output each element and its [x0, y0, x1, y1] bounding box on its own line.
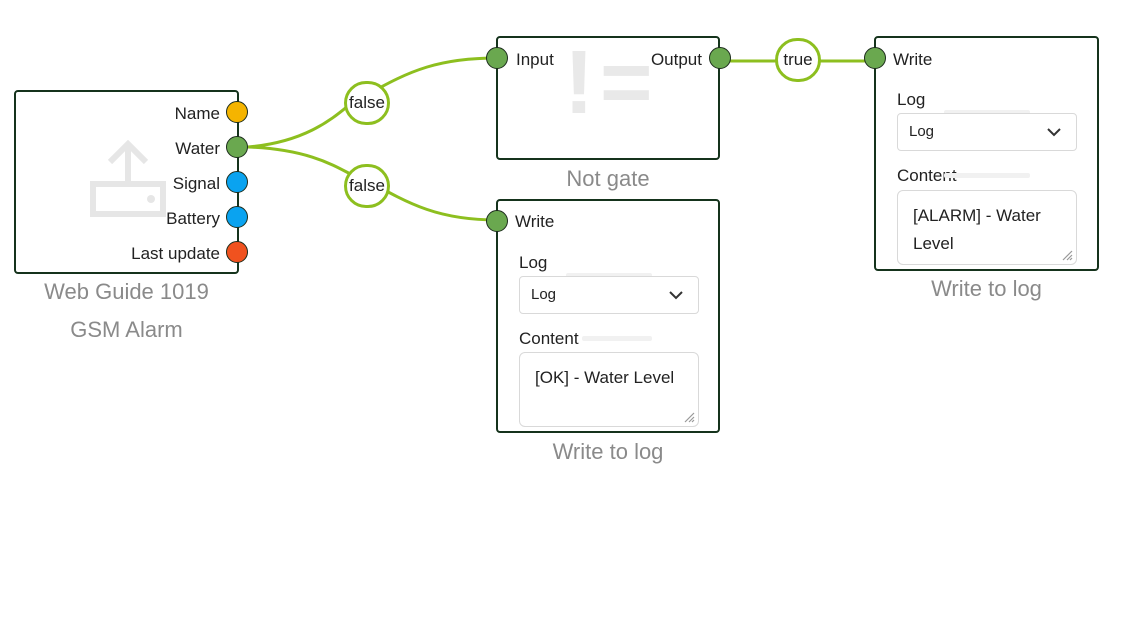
port-battery[interactable]	[226, 206, 248, 228]
skeleton-bar	[944, 110, 1030, 115]
port-label-battery: Battery	[166, 209, 220, 228]
port-label-water: Water	[175, 139, 220, 158]
resize-handle-icon[interactable]	[684, 412, 695, 423]
content-textarea[interactable]: [OK] - Water Level	[519, 352, 699, 427]
port-label-signal: Signal	[172, 174, 220, 193]
upload-device-icon	[90, 140, 166, 217]
content-field-label: Content	[519, 329, 579, 348]
log-select-value: Log	[531, 286, 557, 303]
not-equal-icon: !=	[564, 33, 659, 133]
wire-value-badge-true: true	[775, 38, 821, 82]
chevron-down-icon	[1047, 128, 1061, 137]
device-type: GSM Alarm	[70, 317, 183, 342]
device-node-title: Web Guide 1019 GSM Alarm	[14, 273, 239, 349]
chevron-down-icon	[669, 291, 683, 300]
wire-value-badge-false-top: false	[344, 81, 390, 125]
content-textarea[interactable]: [ALARM] - Water Level	[897, 190, 1077, 265]
write-to-log-alarm-node[interactable]: Write Log Log Content [ALARM] - Water Le…	[874, 36, 1099, 271]
write-to-log-ok-caption: Write to log	[552, 439, 664, 464]
port-input[interactable]	[486, 47, 508, 69]
not-gate-caption: Not gate	[566, 166, 650, 191]
resize-handle-icon[interactable]	[1062, 250, 1073, 261]
skeleton-bar	[582, 336, 652, 341]
content-text: [ALARM] - Water Level	[913, 206, 1041, 253]
device-node[interactable]: Name Water Signal Battery Last update	[14, 90, 239, 274]
skeleton-bar	[566, 273, 652, 278]
write-to-log-ok-node[interactable]: Write Log Log Content [OK] - Water Level	[496, 199, 720, 433]
log-field-label: Log	[897, 90, 926, 109]
log-field-label: Log	[519, 253, 548, 272]
skeleton-bar	[944, 173, 1030, 178]
port-last-update[interactable]	[226, 241, 248, 263]
port-signal[interactable]	[226, 171, 248, 193]
wire-value-badge-false-bottom: false	[344, 164, 390, 208]
log-select[interactable]: Log	[897, 113, 1077, 151]
port-water[interactable]	[226, 136, 248, 158]
port-label-output: Output	[650, 50, 702, 69]
port-write[interactable]	[864, 47, 886, 69]
port-name[interactable]	[226, 101, 248, 123]
log-select[interactable]: Log	[519, 276, 699, 314]
port-label-write: Write	[893, 50, 933, 69]
content-field-label: Content	[897, 166, 957, 185]
content-text: [OK] - Water Level	[535, 368, 675, 387]
port-label-write: Write	[515, 212, 555, 231]
port-label-input: Input	[516, 50, 554, 69]
device-name: Web Guide 1019	[44, 279, 209, 304]
port-output[interactable]	[709, 47, 731, 69]
port-write[interactable]	[486, 210, 508, 232]
write-to-log-alarm-caption: Write to log	[931, 276, 1042, 301]
port-label-name: Name	[174, 104, 220, 123]
port-label-last-update: Last update	[131, 244, 220, 263]
log-select-value: Log	[909, 123, 935, 140]
not-gate-node[interactable]: != Input Output	[496, 33, 720, 160]
